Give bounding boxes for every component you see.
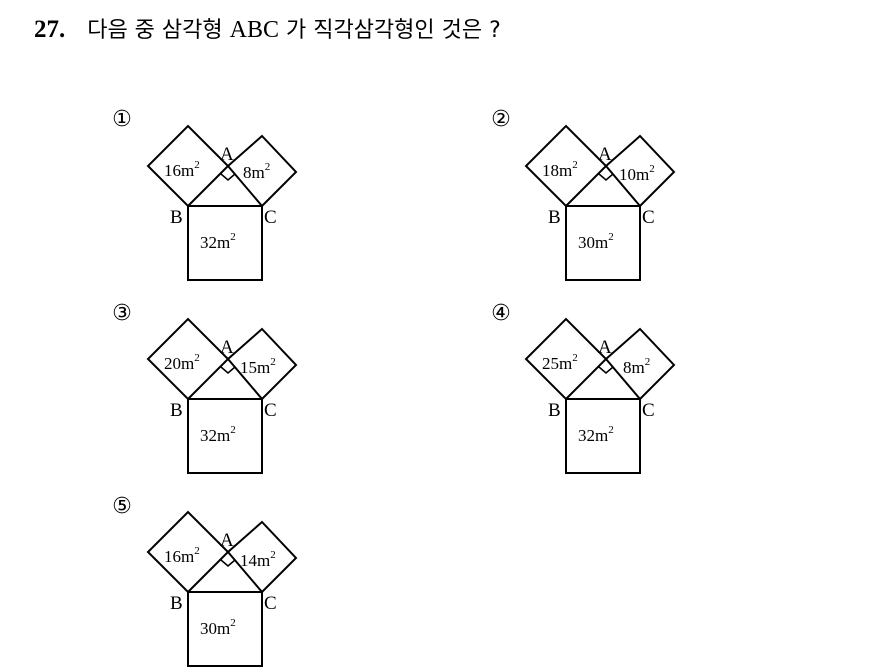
right-area-label: 8m2	[243, 161, 270, 182]
triangle-name: ABC	[229, 17, 279, 43]
right-angle-mark	[220, 366, 236, 374]
vertex-b-label: B	[548, 207, 561, 228]
vertex-c-label: C	[264, 207, 277, 228]
vertex-a-label: A	[220, 144, 234, 165]
left-square	[524, 124, 608, 208]
right-area-label: 14m2	[240, 549, 276, 570]
bottom-square	[187, 398, 263, 474]
right-square	[226, 134, 298, 208]
right-angle-mark	[598, 173, 614, 181]
question-text-part-1: 다음 중 삼각형	[87, 18, 230, 43]
vertex-c-label: C	[264, 400, 277, 421]
right-area-label: 15m2	[240, 356, 276, 377]
bottom-square	[565, 398, 641, 474]
right-angle-mark	[220, 173, 236, 181]
vertex-b-label: B	[170, 593, 183, 614]
bottom-square	[187, 591, 263, 667]
bottom-square	[187, 205, 263, 281]
left-area-label: 18m2	[542, 159, 578, 180]
vertex-c-label: C	[642, 400, 655, 421]
vertex-a-label: A	[220, 337, 234, 358]
choice-4-figure: A B C 25m2 8m2 32m2	[524, 317, 676, 474]
right-area-label: 8m2	[623, 356, 650, 377]
vertex-a-label: A	[598, 144, 612, 165]
left-square	[146, 317, 230, 401]
question-header: 27. 다음 중 삼각형 ABC 가 직각삼각형인 것은 ?	[34, 12, 501, 44]
vertex-b-label: B	[548, 400, 561, 421]
vertex-b-label: B	[170, 400, 183, 421]
bottom-square	[565, 205, 641, 281]
bottom-area-label: 32m2	[200, 231, 236, 252]
question-text-part-2: 가 직각삼각형인 것은 ?	[278, 18, 501, 43]
left-area-label: 16m2	[164, 159, 200, 180]
choice-1-marker[interactable]: ①	[112, 107, 132, 132]
choice-2-marker[interactable]: ②	[491, 107, 511, 132]
bottom-area-label: 30m2	[200, 617, 236, 638]
left-area-label: 16m2	[164, 545, 200, 566]
right-angle-mark	[220, 559, 236, 567]
vertex-a-label: A	[598, 337, 612, 358]
right-square	[604, 327, 676, 401]
left-square	[524, 317, 608, 401]
right-square	[604, 134, 676, 208]
choice-5-marker[interactable]: ⑤	[112, 494, 132, 519]
vertex-b-label: B	[170, 207, 183, 228]
question-number: 27.	[34, 16, 66, 43]
right-square	[226, 327, 298, 401]
choice-1-figure: A B C 16m2 8m2 32m2	[146, 124, 298, 281]
choice-4-marker[interactable]: ④	[491, 301, 511, 326]
question-text: 다음 중 삼각형 ABC 가 직각삼각형인 것은 ?	[87, 17, 501, 43]
left-square	[146, 124, 230, 208]
choice-2-figure: A B C 18m2 10m2 30m2	[524, 124, 676, 281]
choice-3-figure: A B C 20m2 15m2 32m2	[146, 317, 298, 474]
bottom-area-label: 32m2	[578, 424, 614, 445]
left-area-label: 20m2	[164, 352, 200, 373]
vertex-c-label: C	[642, 207, 655, 228]
choice-5-figure: A B C 16m2 14m2 30m2	[146, 510, 298, 667]
left-square	[146, 510, 230, 594]
right-angle-mark	[598, 366, 614, 374]
right-square	[226, 520, 298, 594]
bottom-area-label: 32m2	[200, 424, 236, 445]
bottom-area-label: 30m2	[578, 231, 614, 252]
choice-3-marker[interactable]: ③	[112, 301, 132, 326]
left-area-label: 25m2	[542, 352, 578, 373]
vertex-c-label: C	[264, 593, 277, 614]
right-area-label: 10m2	[619, 163, 655, 184]
vertex-a-label: A	[220, 530, 234, 551]
